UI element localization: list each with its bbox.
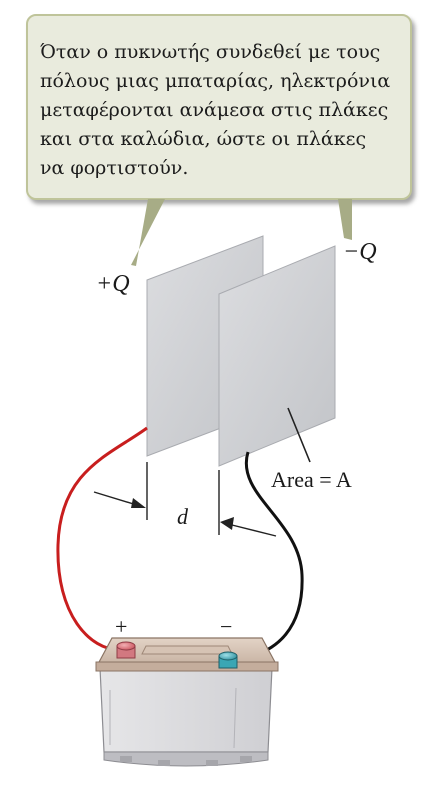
callout-pointer-left <box>131 199 165 266</box>
negative-wire <box>231 451 304 662</box>
battery-base <box>103 751 269 767</box>
positive-wire <box>56 426 148 652</box>
battery-body <box>99 667 273 753</box>
battery-plus-label: + <box>115 614 127 639</box>
callout-text: Όταν ο πυκνωτής συνδεθεί με τους πόλους … <box>40 41 391 179</box>
battery-foot <box>206 760 218 766</box>
callout-pointer-right <box>338 199 352 240</box>
negative-terminal-cap <box>218 651 238 661</box>
battery-foot <box>120 756 132 762</box>
battery-foot <box>240 756 252 762</box>
battery-lid-ridge <box>141 645 233 655</box>
distance-label: d <box>177 504 189 529</box>
callout-box: Όταν ο πυκνωτής συνδεθεί με τους πόλους … <box>26 14 412 200</box>
distance-arrowhead-right <box>220 517 234 530</box>
negative-plate <box>218 245 336 467</box>
battery-minus-label: − <box>220 614 232 639</box>
battery-lid-rim <box>95 661 279 672</box>
distance-arrow-right <box>227 523 277 537</box>
area-leader-line <box>287 407 311 463</box>
area-label: Area = A <box>271 467 352 492</box>
distance-arrowhead-left <box>131 498 146 508</box>
minus-q-label: −Q <box>343 239 377 265</box>
plus-q-label: +Q <box>96 271 130 297</box>
battery-edge-line <box>233 687 237 749</box>
battery-foot <box>158 760 170 766</box>
positive-terminal-cap <box>116 641 136 651</box>
